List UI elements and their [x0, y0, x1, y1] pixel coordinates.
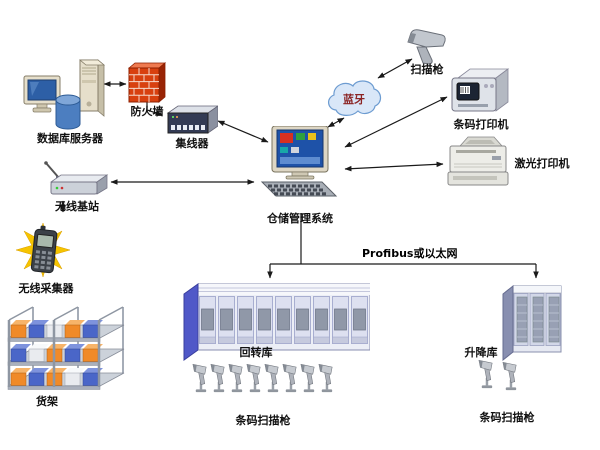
- wms-label: 仓储管理系统: [267, 212, 333, 225]
- barcode-printer-label: 条码打印机: [453, 118, 509, 131]
- bluetooth-cloud-label: 蓝牙: [343, 92, 365, 106]
- firewall-icon: [127, 62, 167, 103]
- bluetooth-cloud-icon: 蓝牙: [328, 80, 382, 116]
- database-server-icon: [23, 59, 106, 130]
- firewall-label: 防火墙: [130, 105, 164, 118]
- barcode-scanners-center-label: 条码扫描枪: [235, 414, 291, 427]
- barcode-scanner-pair-icon: [478, 359, 517, 391]
- wireless-collector-icon: [16, 222, 71, 278]
- carousel-warehouse-icon: [183, 283, 370, 361]
- barcode-scanner-row-icon: [192, 363, 333, 393]
- wms-computer-icon: [260, 126, 338, 197]
- scanner-gun-icon: [407, 29, 446, 65]
- wireless-collector-label: 无线采集器: [18, 282, 74, 295]
- hub-label: 集线器: [175, 137, 209, 150]
- lift-warehouse-icon: [502, 284, 562, 362]
- wireless-base-station-label: 无线基站: [55, 200, 99, 213]
- shelf-rack-label: 货架: [36, 395, 58, 408]
- wireless-base-station-icon: [44, 161, 109, 195]
- laser-printer-label: 激光打印机: [514, 157, 570, 170]
- scanner-gun-label: 扫描枪: [410, 63, 444, 76]
- lift-warehouse-label: 升降库: [464, 346, 498, 359]
- database-server-label: 数据库服务器: [37, 132, 103, 145]
- laser-printer-icon: [447, 136, 509, 186]
- barcode-scanners-right-label: 条码扫描枪: [479, 411, 535, 424]
- barcode-printer-icon: [451, 68, 510, 112]
- bus-label: Profibus或以太网: [362, 247, 458, 260]
- network-hub-icon: [166, 105, 218, 134]
- shelf-rack-icon: [7, 306, 125, 390]
- carousel-warehouse-label: 回转库: [239, 346, 273, 359]
